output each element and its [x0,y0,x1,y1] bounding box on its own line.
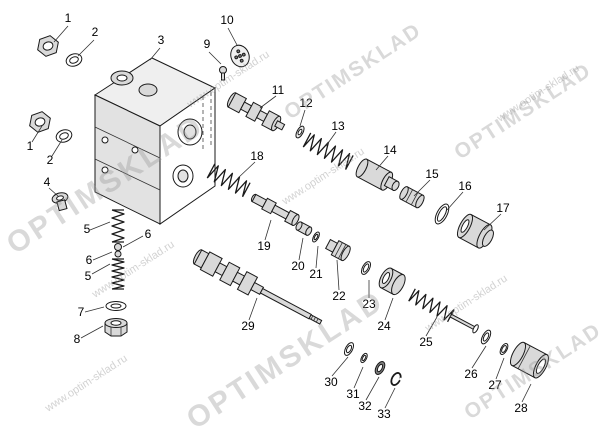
label-14: 14 [383,143,397,157]
label-1b: 1 [27,139,34,153]
part-33-snap-ring [390,372,403,386]
label-2b: 2 [47,153,54,167]
label-27: 27 [488,378,502,392]
label-2a: 2 [92,25,99,39]
label-21: 21 [309,267,323,281]
label-6a: 6 [145,227,152,241]
label-6b: 6 [86,253,93,267]
label-33: 33 [377,407,391,421]
part-25-spring-rod [408,288,479,334]
label-15: 15 [425,167,439,181]
label-3: 3 [158,33,165,47]
part-1-hex-plug-top [37,35,59,57]
label-29: 29 [241,319,255,333]
part-32-seal [374,361,386,375]
part-20-cylinder [295,221,313,236]
watermark-url: www.optim-sklad.ru [279,146,366,209]
label-4: 4 [44,175,51,189]
label-19: 19 [257,239,271,253]
part-labels: 1 2 3 9 10 1 2 4 5 6 6 5 7 8 11 12 13 14… [27,11,528,421]
label-5b: 5 [85,269,92,283]
label-11: 11 [272,83,285,97]
label-17: 17 [496,201,510,215]
label-5a: 5 [84,222,91,236]
part-7-washer [105,301,127,311]
part-1-hex-plug-left [29,111,51,133]
valve-body [93,57,216,225]
part-21-ring [312,231,320,243]
part-2-washer-left [55,129,73,143]
label-13: 13 [331,119,345,133]
part-4-fitting [51,192,69,212]
label-10: 10 [220,13,234,27]
label-28: 28 [514,401,528,415]
leader-lines [31,25,532,409]
label-16: 16 [458,179,472,193]
part-5-spring-lower [111,258,125,290]
part-26-washer [480,329,492,345]
label-24: 24 [377,319,391,333]
part-8-hex-nut [104,318,128,337]
label-20: 20 [291,259,305,273]
label-25: 25 [419,335,433,349]
part-24-cap [378,267,406,296]
watermark-url: www.optim-sklad.ru [89,239,176,302]
part-6-ball-upper [114,243,122,251]
label-9: 9 [204,37,211,51]
part-11-spool [226,92,286,132]
part-12-washer [295,125,305,139]
part-22-fitting [324,238,351,262]
label-1a: 1 [65,11,72,25]
watermark-url: www.optim-sklad.ru [494,63,581,126]
part-19-shaft [250,193,300,227]
label-23: 23 [362,297,376,311]
part-27-ring [499,343,509,355]
part-5-spring-upper [111,209,125,243]
part-29-long-spool [192,249,323,325]
part-18-spring [206,163,251,198]
part-23-ring [360,261,372,275]
part-6-ball-lower [114,250,122,258]
part-14-sleeve [355,158,400,191]
label-18: 18 [250,149,264,163]
label-7: 7 [78,305,85,319]
part-17-plug-cap [456,213,494,249]
label-12: 12 [299,96,313,110]
watermark-url: www.optim-sklad.ru [42,353,129,416]
label-30: 30 [324,375,338,389]
label-32: 32 [358,399,372,413]
label-31: 31 [346,387,360,401]
part-9-screw [219,66,227,81]
watermark-brand: OPTIMSKLAD [450,58,596,164]
part-13-spring [302,132,354,170]
part-2-washer-top [65,53,83,67]
part-28-end-cap [509,341,549,379]
part-30-washer [343,342,355,356]
part-16-seal-ring [434,203,450,225]
label-26: 26 [464,367,478,381]
label-22: 22 [332,289,346,303]
part-31-ring [360,352,368,364]
label-8: 8 [74,332,81,346]
part-10-strainer-cap [230,44,250,68]
part-15-piston [399,186,425,209]
